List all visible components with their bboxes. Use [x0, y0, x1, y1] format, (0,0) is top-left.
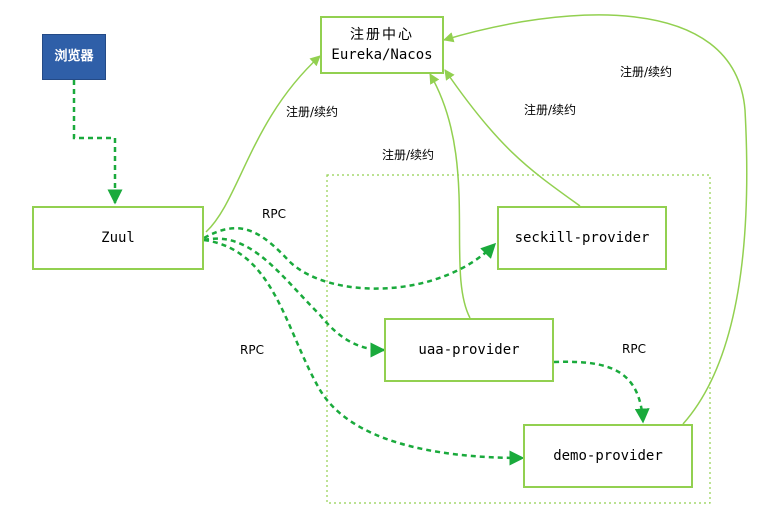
- edge-demo-register: [442, 14, 748, 425]
- edge-zuul-seckill: [203, 227, 497, 290]
- label-seckill-register: 注册/续约: [524, 103, 577, 117]
- seckill-provider-node: seckill-provider: [497, 206, 667, 270]
- edge-zuul-demo: [203, 238, 525, 466]
- demo-provider-label: demo-provider: [553, 448, 663, 464]
- edge-browser-zuul: [72, 80, 123, 205]
- edge-seckill-register: [444, 69, 581, 207]
- label-rpc-top: RPC: [262, 207, 286, 221]
- service-group-boundary: [326, 174, 711, 504]
- browser-label: 浏览器: [54, 49, 94, 64]
- demo-provider-node: demo-provider: [523, 424, 693, 488]
- uaa-provider-node: uaa-provider: [384, 318, 554, 382]
- registry-subtitle: Eureka/Nacos: [331, 47, 433, 63]
- zuul-label: Zuul: [101, 230, 135, 246]
- uaa-provider-label: uaa-provider: [418, 342, 520, 358]
- registry-title: 注册中心: [350, 27, 414, 43]
- browser-node: 浏览器: [42, 34, 106, 80]
- registry-node: 注册中心 Eureka/Nacos: [320, 16, 444, 74]
- edge-zuul-register: [205, 55, 321, 233]
- label-demo-register: 注册/续约: [620, 65, 673, 79]
- seckill-provider-label: seckill-provider: [514, 230, 650, 246]
- edge-uaa-demo: [553, 360, 650, 424]
- label-rpc-left: RPC: [240, 343, 264, 357]
- edge-uaa-register: [429, 73, 471, 319]
- label-rpc-right: RPC: [622, 342, 646, 356]
- zuul-node: Zuul: [32, 206, 204, 270]
- label-zuul-register: 注册/续约: [286, 105, 339, 119]
- label-group-register: 注册/续约: [382, 148, 435, 162]
